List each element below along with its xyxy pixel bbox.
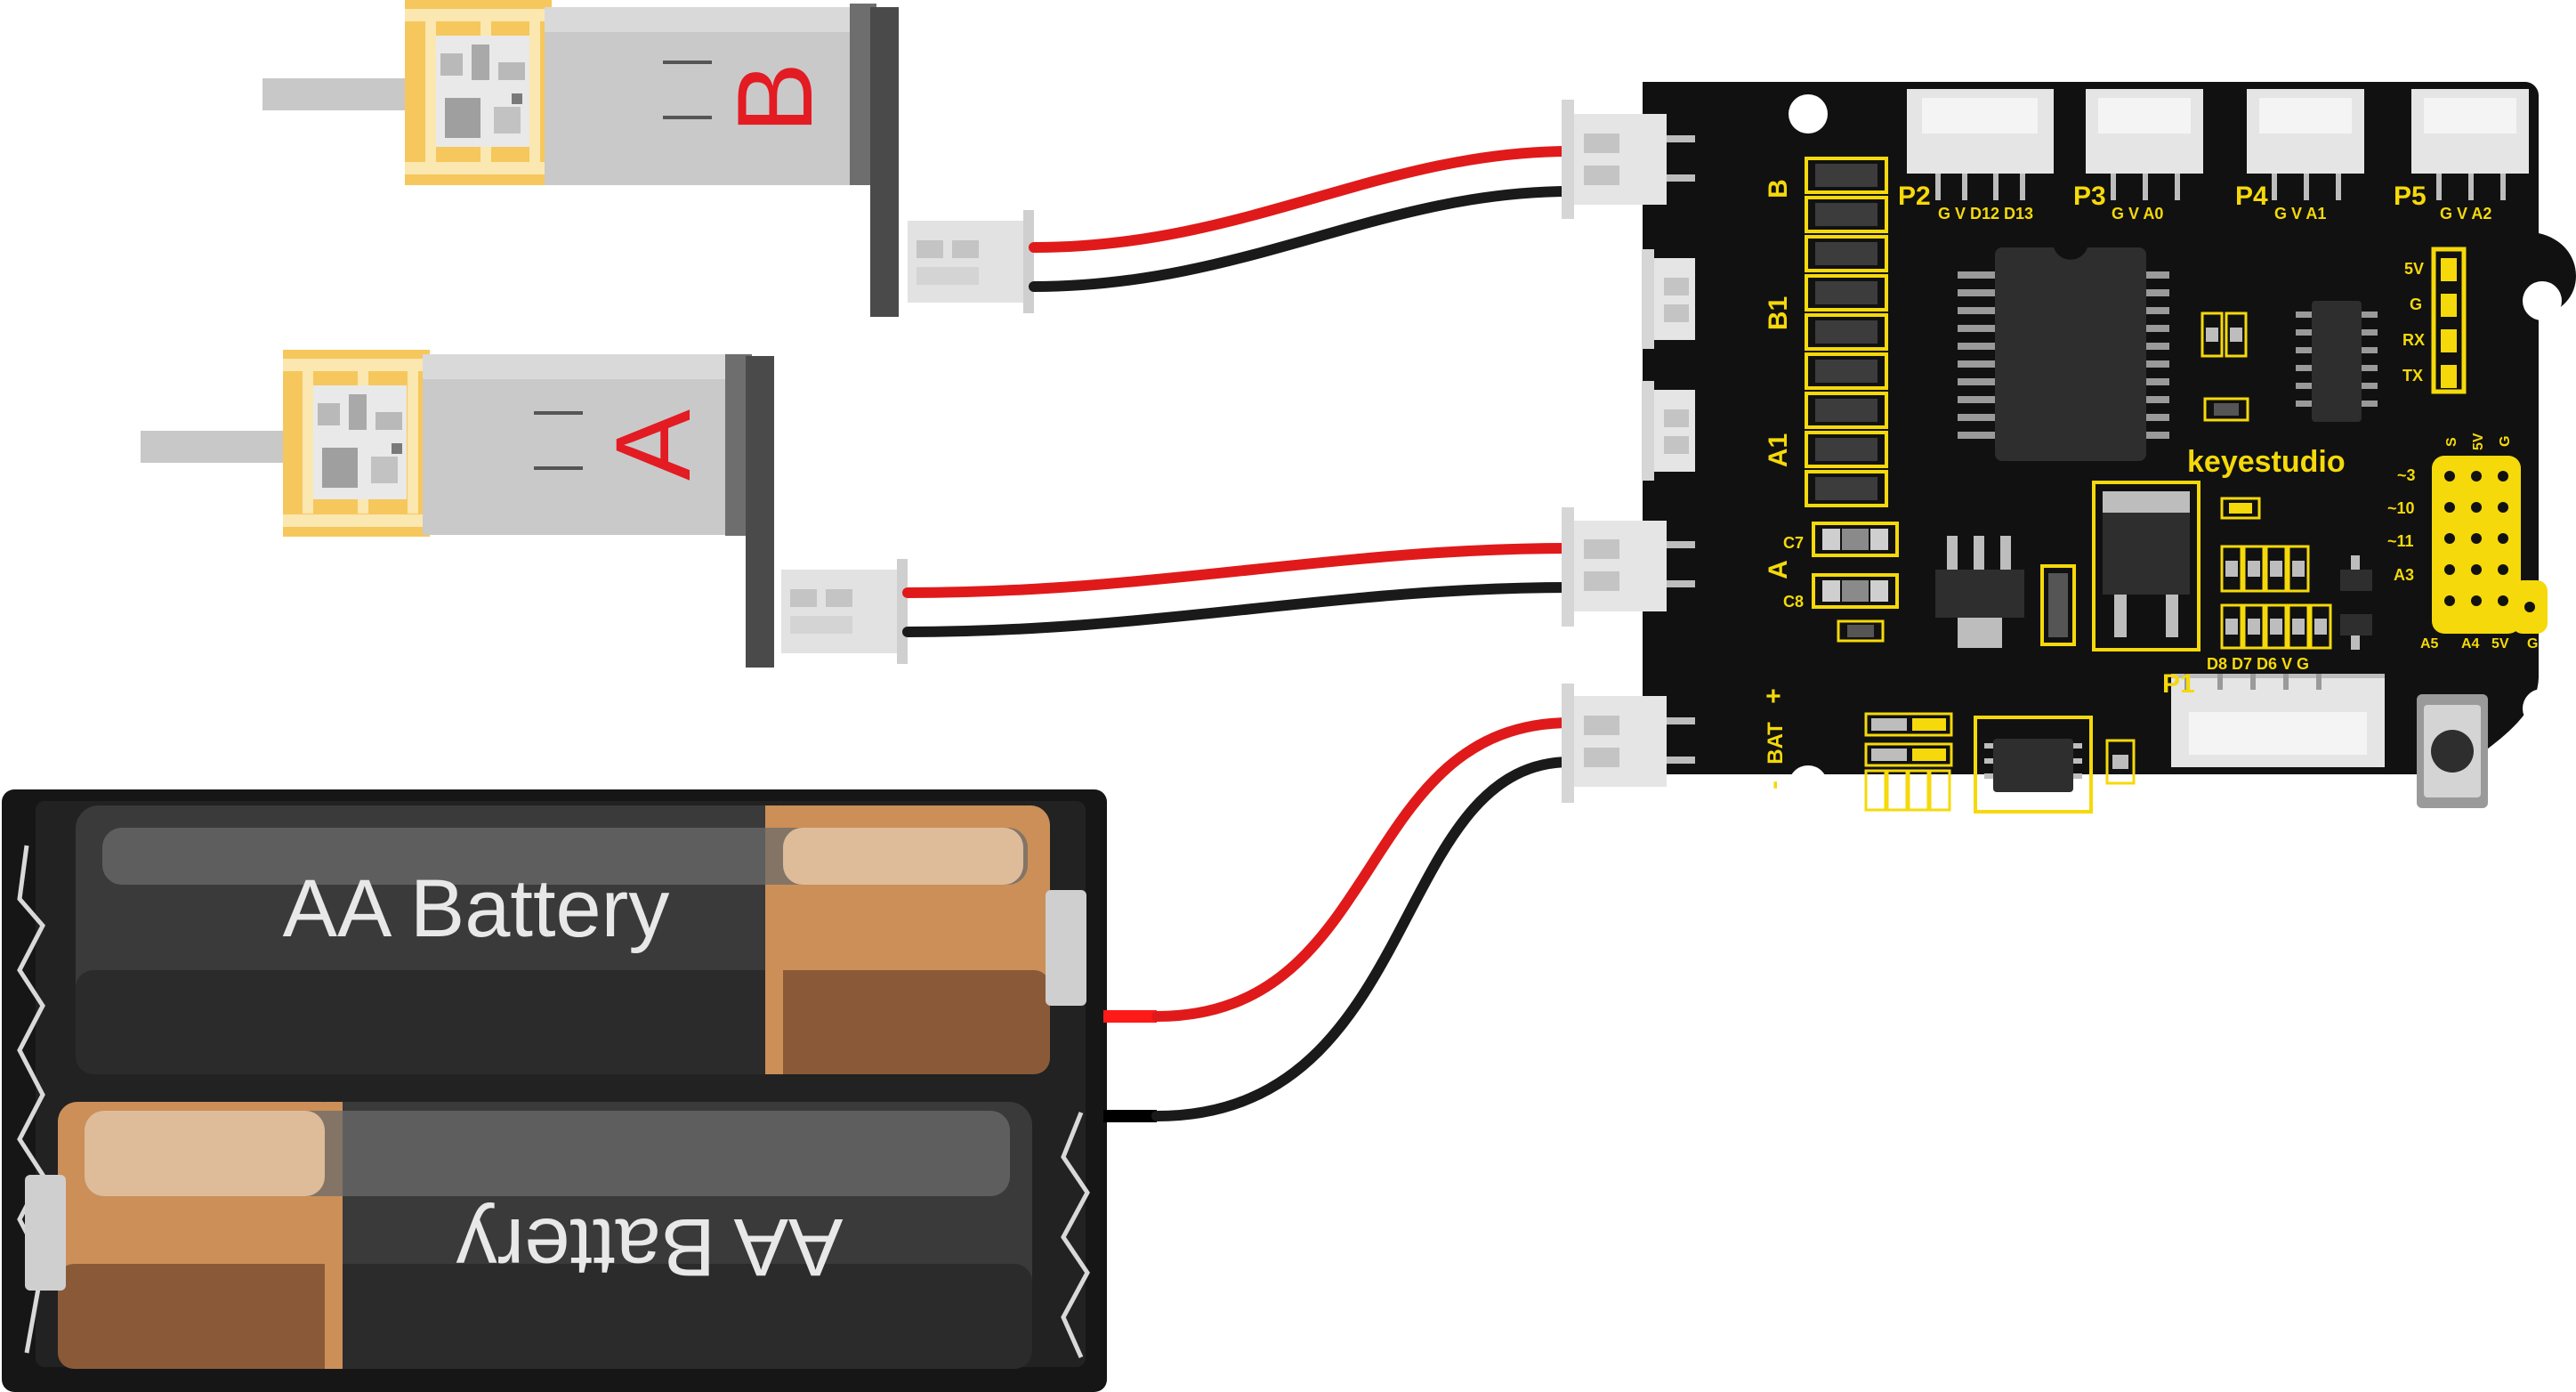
label-grid-11: ~11: [2387, 532, 2414, 550]
label-serial-5v: 5V: [2404, 260, 2424, 278]
motor-b-connector: [908, 210, 1034, 313]
logic-chip: [2296, 301, 2378, 422]
brand-logo: keyestudio: [2187, 445, 2346, 479]
connector-b1: [1642, 249, 1695, 349]
label-p5: P5: [2394, 182, 2427, 211]
label-grid-10: ~10: [2387, 499, 2415, 517]
label-p4-pins: G V A1: [2274, 205, 2326, 223]
motor-b-gearbox: [405, 0, 552, 185]
battery-bottom-label: AA Battery: [456, 1202, 844, 1292]
battery-lead-red: [1103, 1010, 1157, 1023]
wire-motor-a-black: [902, 582, 1576, 637]
driver-chip: [1958, 247, 2169, 461]
label-port-plus: +: [1759, 688, 1789, 704]
motor-b-label: B: [715, 62, 835, 134]
label-grid-a5: A5: [2420, 636, 2439, 651]
battery-bottom: AA Battery: [25, 1102, 1032, 1369]
label-grid-3: ~3: [2397, 466, 2416, 484]
label-grid-s: S: [2444, 437, 2459, 447]
label-port-minus: -: [1759, 781, 1789, 789]
reset-button[interactable]: [2417, 694, 2488, 808]
battery-top-label: AA Battery: [283, 863, 670, 954]
label-p1-pins: D8 D7 D6 V G: [2207, 655, 2309, 673]
connector-a1: [1642, 381, 1695, 481]
connector-battery: [1562, 684, 1695, 803]
bottom-smd-cluster: [1864, 712, 1953, 812]
capacitor-c8: [1812, 573, 1899, 609]
label-port-bat: BAT: [1764, 722, 1788, 765]
label-grid-bottom-g: G: [2527, 636, 2538, 651]
power-ic: [1974, 716, 2093, 813]
label-grid-top-g: G: [2498, 436, 2513, 447]
label-c8: C8: [1783, 593, 1804, 611]
regulator-dpak: [2092, 481, 2201, 651]
label-port-a: A: [1764, 560, 1793, 579]
spring-left: [17, 845, 46, 1354]
wires: [902, 146, 1576, 1121]
label-serial-rx: RX: [2402, 331, 2425, 349]
motor-b-body: [545, 7, 856, 185]
motor-a-gearbox: [283, 350, 430, 537]
label-c7: C7: [1783, 534, 1804, 552]
label-port-b1: B1: [1764, 296, 1793, 330]
motor-a: A: [141, 350, 908, 668]
label-p2: P2: [1898, 182, 1931, 211]
capacitor-c7: [1812, 522, 1899, 557]
motor-a-shaft: [141, 431, 296, 463]
label-p4: P4: [2235, 182, 2268, 211]
label-p3-pins: G V A0: [2112, 205, 2163, 223]
label-grid-a3: A3: [2394, 566, 2414, 584]
motor-a-connector: [781, 559, 908, 664]
label-serial-g: G: [2410, 295, 2422, 313]
wire-battery-black: [1151, 757, 1576, 1121]
header-p3-connector: [2086, 89, 2203, 200]
label-p1: P1: [2162, 669, 2195, 699]
resistor-cluster: [2220, 497, 2332, 650]
battery-lead-black: [1103, 1110, 1157, 1122]
header-p4-connector: [2247, 89, 2364, 200]
driver-board: B B1 A1 A BAT + -: [1562, 82, 2576, 813]
header-p2-connector: [1907, 89, 2054, 200]
wire-motor-a-red: [902, 543, 1576, 598]
motor-a-label: A: [594, 409, 713, 481]
label-port-b: B: [1764, 179, 1793, 198]
motor-a-body: [423, 354, 734, 535]
battery-top: AA Battery: [76, 805, 1086, 1074]
wire-motor-b-red: [1029, 146, 1576, 253]
battery-holder: AA Battery AA Battery: [2, 789, 1157, 1392]
header-p5-connector: [2411, 89, 2529, 200]
wire-motor-b-black: [1029, 186, 1576, 292]
label-grid-top-5v: 5V: [2471, 433, 2486, 450]
connector-motor-a: [1562, 507, 1695, 627]
small-caps: [2201, 312, 2249, 422]
transistors: [2340, 555, 2372, 650]
label-port-a1: A1: [1764, 433, 1793, 467]
motor-b-shaft: [262, 78, 418, 110]
diode-column: [1805, 157, 1888, 507]
serial-header: [2431, 247, 2467, 394]
io-pin-grid: [2432, 456, 2548, 634]
spring-right: [1061, 1112, 1090, 1359]
label-grid-bottom-5v: 5V: [2491, 636, 2509, 651]
wire-battery-red: [1151, 717, 1576, 1022]
label-p5-pins: G V A2: [2440, 205, 2491, 223]
label-serial-tx: TX: [2402, 367, 2423, 384]
header-p1-connector: [2171, 674, 2385, 767]
motor-b: B: [262, 0, 1034, 317]
label-p3: P3: [2073, 182, 2106, 211]
connector-motor-b: [1562, 100, 1695, 219]
diode-large: [2040, 564, 2076, 646]
regulator-small: [1935, 536, 2024, 648]
label-grid-a4: A4: [2461, 636, 2480, 651]
label-p2-pins: G V D12 D13: [1938, 205, 2033, 223]
